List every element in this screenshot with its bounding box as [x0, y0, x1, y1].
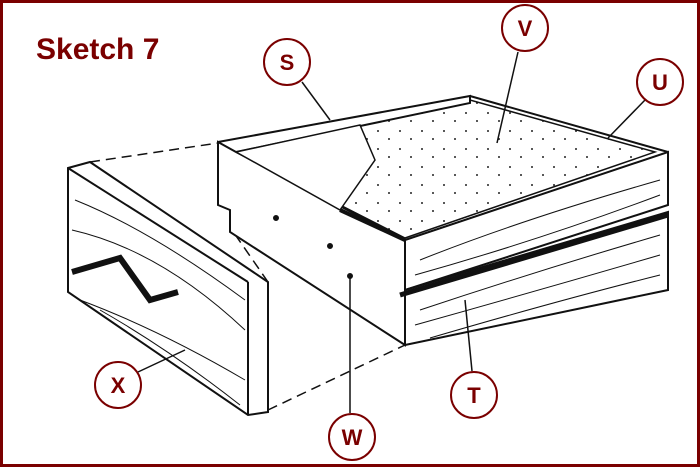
callout-w-label: W [342, 425, 363, 450]
callout-s-label: S [280, 50, 295, 75]
sketch-title: Sketch 7 [36, 33, 160, 66]
callout-v [501, 4, 549, 52]
drawer-front-bottom-board [404, 210, 669, 347]
callout-u-label: U [652, 70, 668, 95]
drawer-inner-left [233, 124, 376, 211]
callout-w [328, 413, 376, 461]
callout-u [636, 58, 684, 106]
drawer-illustration: S V U X T W [67, 4, 684, 461]
callout-x-label: X [111, 373, 126, 398]
callout-v-label: V [518, 16, 533, 41]
drawer-front-top-board [404, 150, 669, 292]
wood-grain [414, 179, 661, 339]
leader-lines [137, 51, 646, 413]
callout-x [94, 361, 142, 409]
drawer-front-panel [67, 160, 269, 417]
drawer-handle [71, 254, 179, 304]
callout-t [450, 371, 498, 419]
callout-t-label: T [467, 383, 481, 408]
callout-s [263, 38, 311, 86]
